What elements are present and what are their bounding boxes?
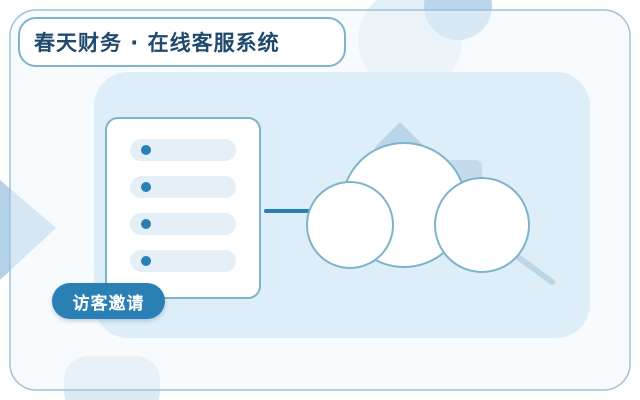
list-bullet [141, 256, 151, 266]
visitor-invite-button[interactable]: 访客邀请 [52, 283, 165, 319]
list-row [130, 176, 236, 198]
decor-triangle [374, 122, 426, 148]
visitor-invite-label: 访客邀请 [72, 293, 145, 314]
list-bullet [141, 219, 151, 229]
page-title: 春天财务 · 在线客服系统 [34, 31, 280, 55]
list-bullet [141, 182, 151, 192]
cloud-icon [306, 142, 530, 273]
server-list-icon [105, 117, 261, 299]
list-row [130, 250, 236, 272]
cloud-lobe-left [306, 181, 394, 269]
list-bullet [141, 145, 151, 155]
list-row [130, 213, 236, 235]
cloud-lobe-right [434, 177, 530, 273]
title-badge: 春天财务 · 在线客服系统 [18, 17, 346, 67]
list-row [130, 139, 236, 161]
